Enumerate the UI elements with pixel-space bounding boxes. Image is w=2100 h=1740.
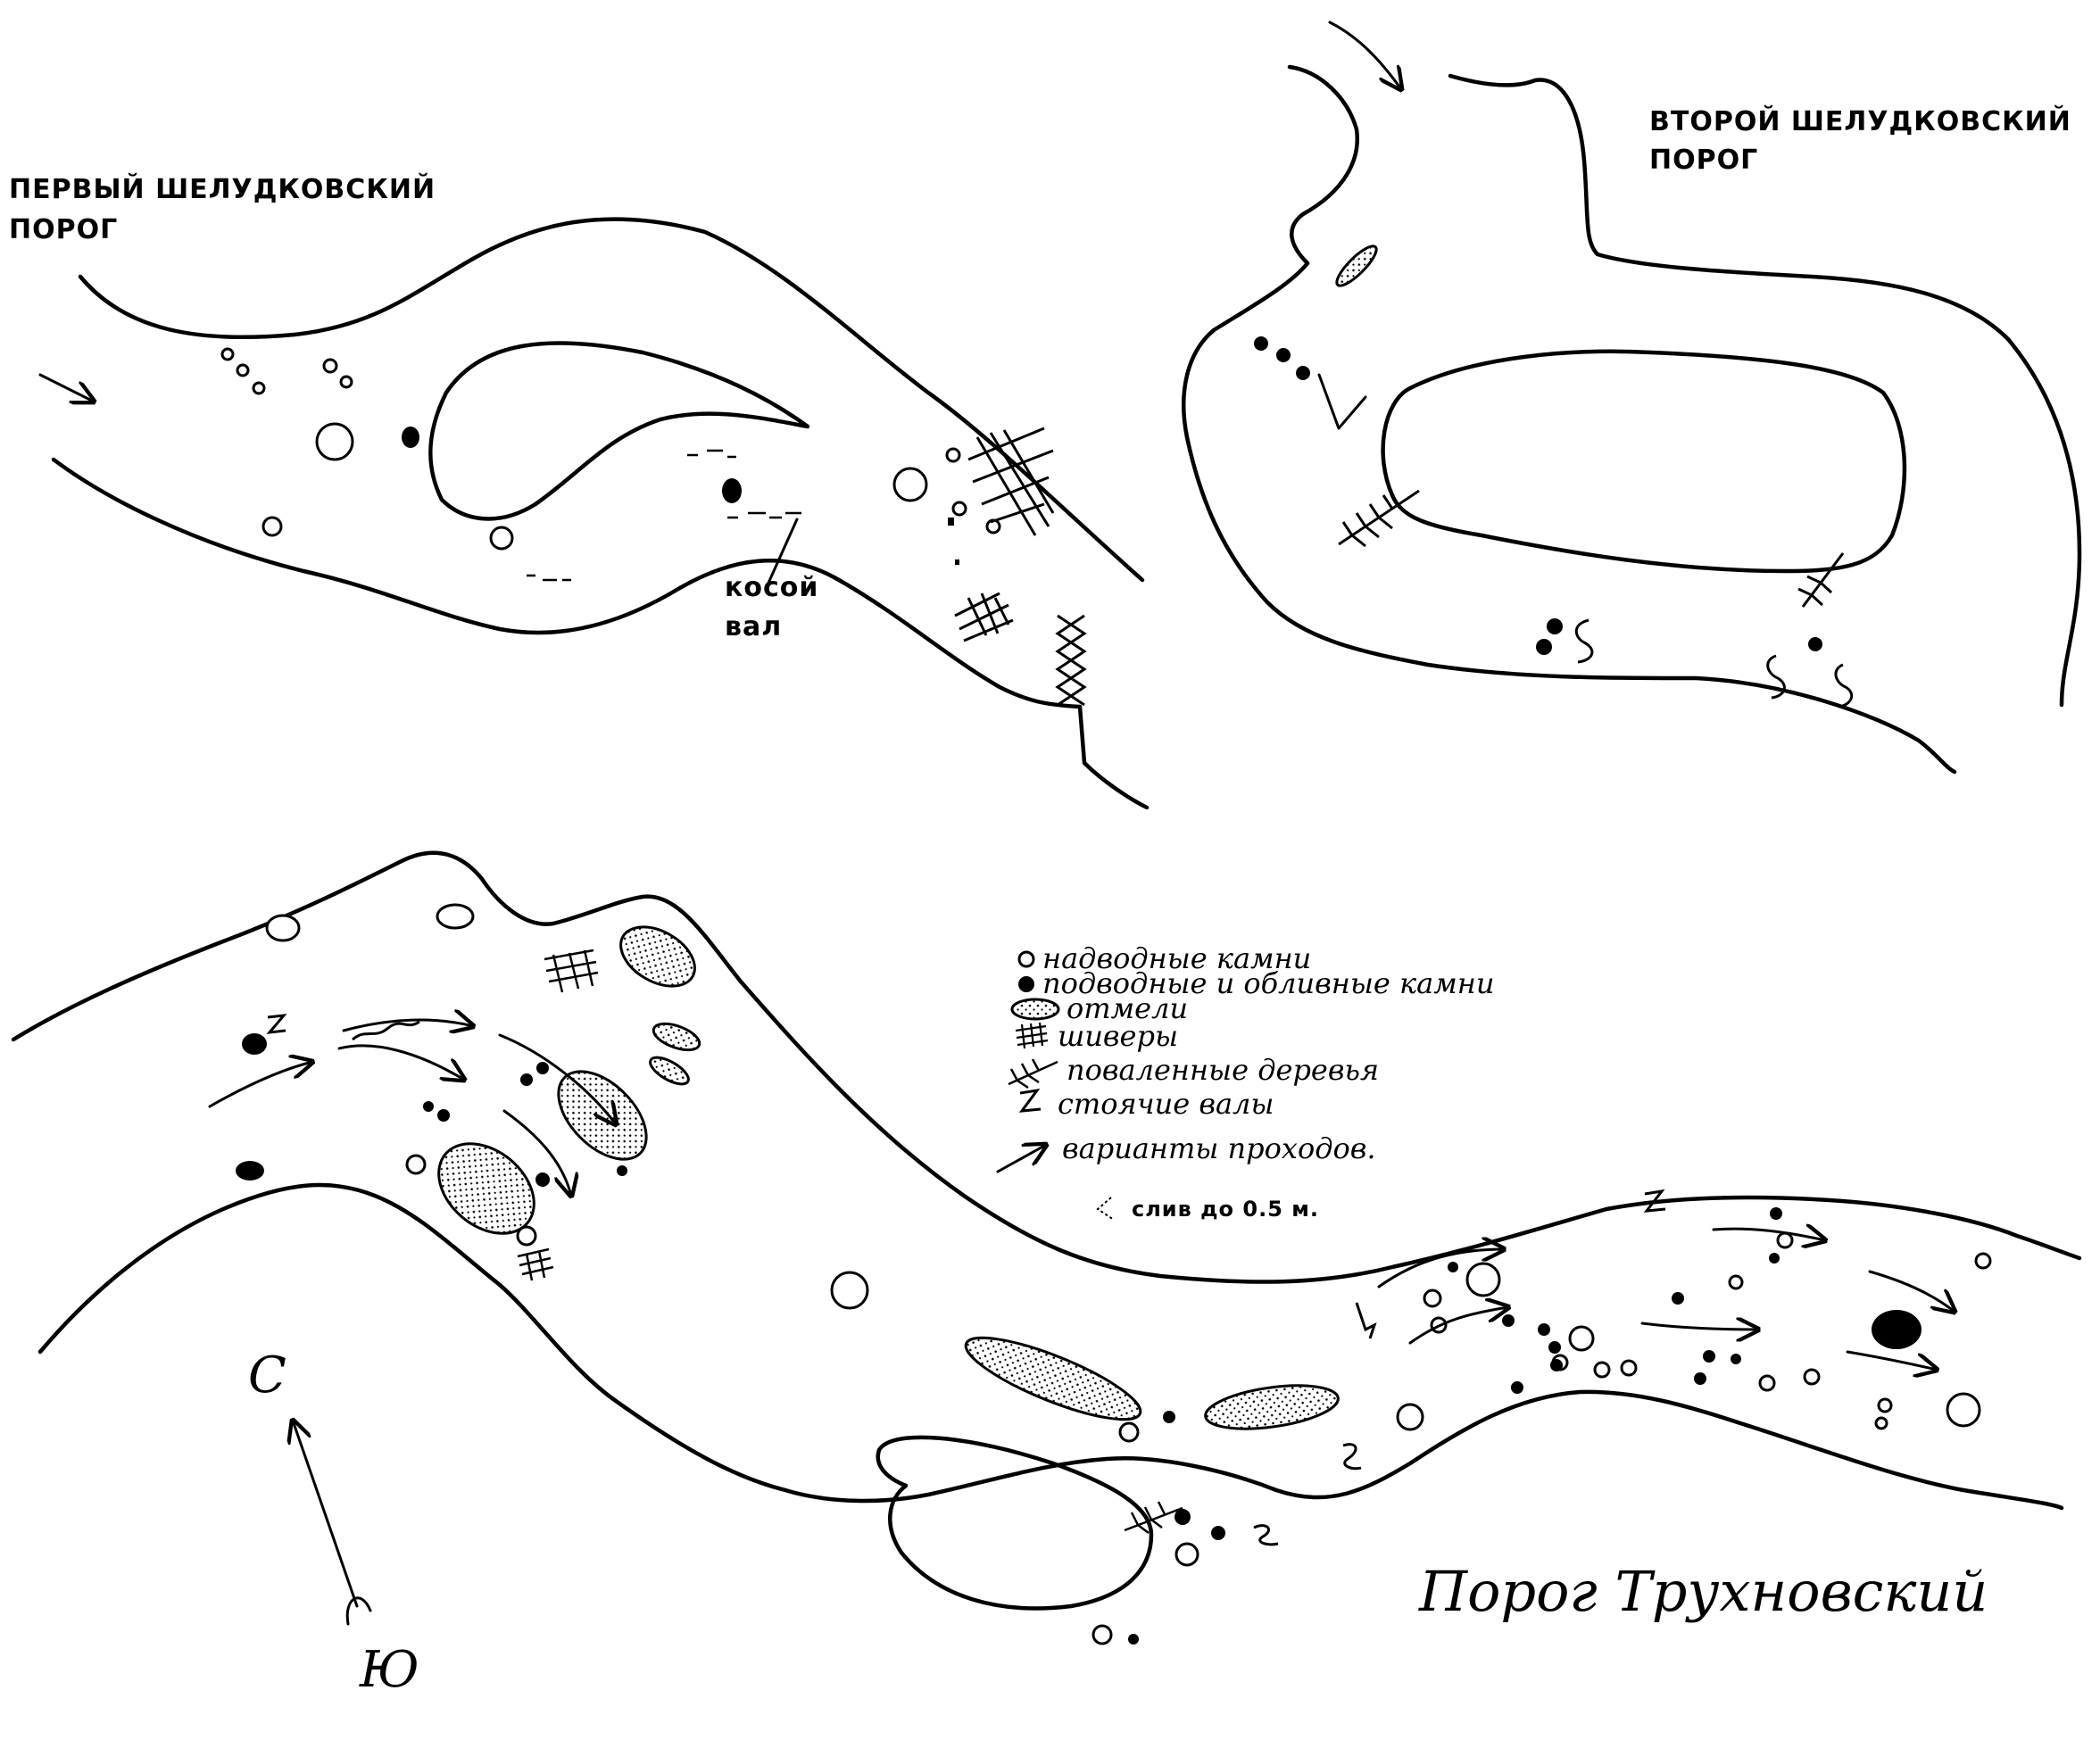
first-rapid-riffles [954, 427, 1087, 707]
second-rapid-map: ВТОРОЙ ШЕЛУДКОВСКИЙ ПОРОГ [1182, 21, 2082, 775]
oblique-wave-label: косой [725, 572, 818, 603]
shoal-icon [1204, 1384, 1340, 1430]
second-rapid-rocks [1254, 336, 1822, 655]
second-rapid-flow-arrow [1328, 21, 1401, 89]
legend-item-fallen-tree: поваленные деревья [1008, 1053, 1379, 1090]
compass-south-label: Ю [359, 1641, 419, 1699]
trukhnovsky-title: Порог Трухновский [1418, 1559, 1988, 1624]
oblique-wave-pointer [764, 518, 799, 591]
legend-text: слив до 0.5 м. [1132, 1197, 1319, 1222]
second-rapid-title: ВТОРОЙ ШЕЛУДКОВСКИЙ [1649, 105, 2071, 137]
legend-text: стоячие валы [1058, 1087, 1274, 1121]
shoal-icon [652, 1022, 701, 1052]
shoal-icon [557, 1070, 648, 1161]
trukhnovsky-rapid-map: Порог Трухновский [11, 850, 2082, 1645]
first-rapid-title: ПЕРВЫЙ ШЕЛУДКОВСКИЙ [9, 173, 436, 205]
legend-item-drop: слив до 0.5 м. [1096, 1197, 1319, 1222]
second-rapid-fallen-trees [1338, 489, 1845, 608]
trukhnovsky-rocks-below [236, 1033, 1922, 1645]
shoal-icon [437, 1142, 535, 1235]
legend-text: варианты проходов. [1062, 1131, 1376, 1165]
second-rapid-shoal [1335, 244, 1378, 287]
shoal-icon [649, 1056, 690, 1086]
trukhnovsky-north-bank [11, 850, 2082, 1284]
shoal-icon [1010, 998, 1060, 1021]
first-rapid-rocks [220, 347, 1001, 565]
compass-north-label: С [248, 1346, 286, 1404]
trukhnovsky-routes [208, 1020, 1955, 1370]
second-rapid-east-bank [1448, 73, 2082, 708]
legend-text: подводные и обливные камни [1042, 966, 1494, 1000]
riffle-icon [1015, 1022, 1049, 1049]
first-rapid-map: косой вал ПЕРВЫЙ ШЕЛУДКОВСКИЙ ПОРОГ [9, 173, 1150, 810]
legend-item-riffle: шиверы [1015, 1019, 1178, 1053]
legend-item-standing-wave: стоячие валы [1018, 1087, 1274, 1121]
rock-above-icon [1017, 950, 1035, 968]
drop-icon [1096, 1197, 1115, 1221]
first-rapid-south-bank [51, 457, 1150, 810]
trukhnovsky-south-bank [37, 1182, 2064, 1511]
first-rapid-title-2: ПОРОГ [9, 214, 118, 245]
legend-text: надводные камни [1042, 941, 1311, 975]
legend-item-route: варианты проходов. [996, 1131, 1376, 1173]
standing-wave-icon [1018, 1088, 1042, 1113]
second-rapid-drop [1317, 373, 1367, 430]
second-rapid-west-bank [1182, 64, 1957, 775]
rock-below-icon [1018, 976, 1034, 992]
second-rapid-title-2: ПОРОГ [1649, 145, 1758, 176]
trukhnovsky-fallen-tree [1124, 1501, 1183, 1534]
route-arrow-icon [996, 1145, 1046, 1173]
trukhnovsky-island [876, 1435, 1154, 1611]
legend-item-rock-above: надводные камни [1017, 941, 1311, 975]
legend: надводные камни подводные и обливные кам… [996, 941, 1494, 1222]
compass: С Ю [248, 1346, 419, 1699]
second-rapid-island [1381, 349, 1907, 574]
compass-tail-icon [345, 1596, 372, 1626]
trukhnovsky-standing-waves [266, 1014, 1666, 1546]
fallen-tree-icon [1008, 1058, 1058, 1090]
second-rapid-standing-waves [1574, 618, 1854, 708]
legend-text: поваленные деревья [1067, 1053, 1379, 1087]
first-rapid-flow-arrow [38, 373, 94, 402]
trukhnovsky-riffles [517, 949, 599, 1281]
first-rapid-north-bank [78, 217, 1145, 583]
north-arrow-icon [293, 1421, 359, 1608]
oblique-wave-label-2: вал [725, 611, 782, 642]
legend-item-rock-below: подводные и обливные камни [1018, 966, 1494, 1000]
shoal-icon [619, 925, 696, 988]
first-rapid-drops [527, 449, 801, 582]
legend-text: отмели [1067, 991, 1188, 1025]
legend-item-shoal: отмели [1010, 991, 1188, 1025]
shoal-icon [964, 1336, 1142, 1421]
legend-text: шиверы [1058, 1019, 1178, 1053]
first-rapid-island [428, 341, 810, 521]
